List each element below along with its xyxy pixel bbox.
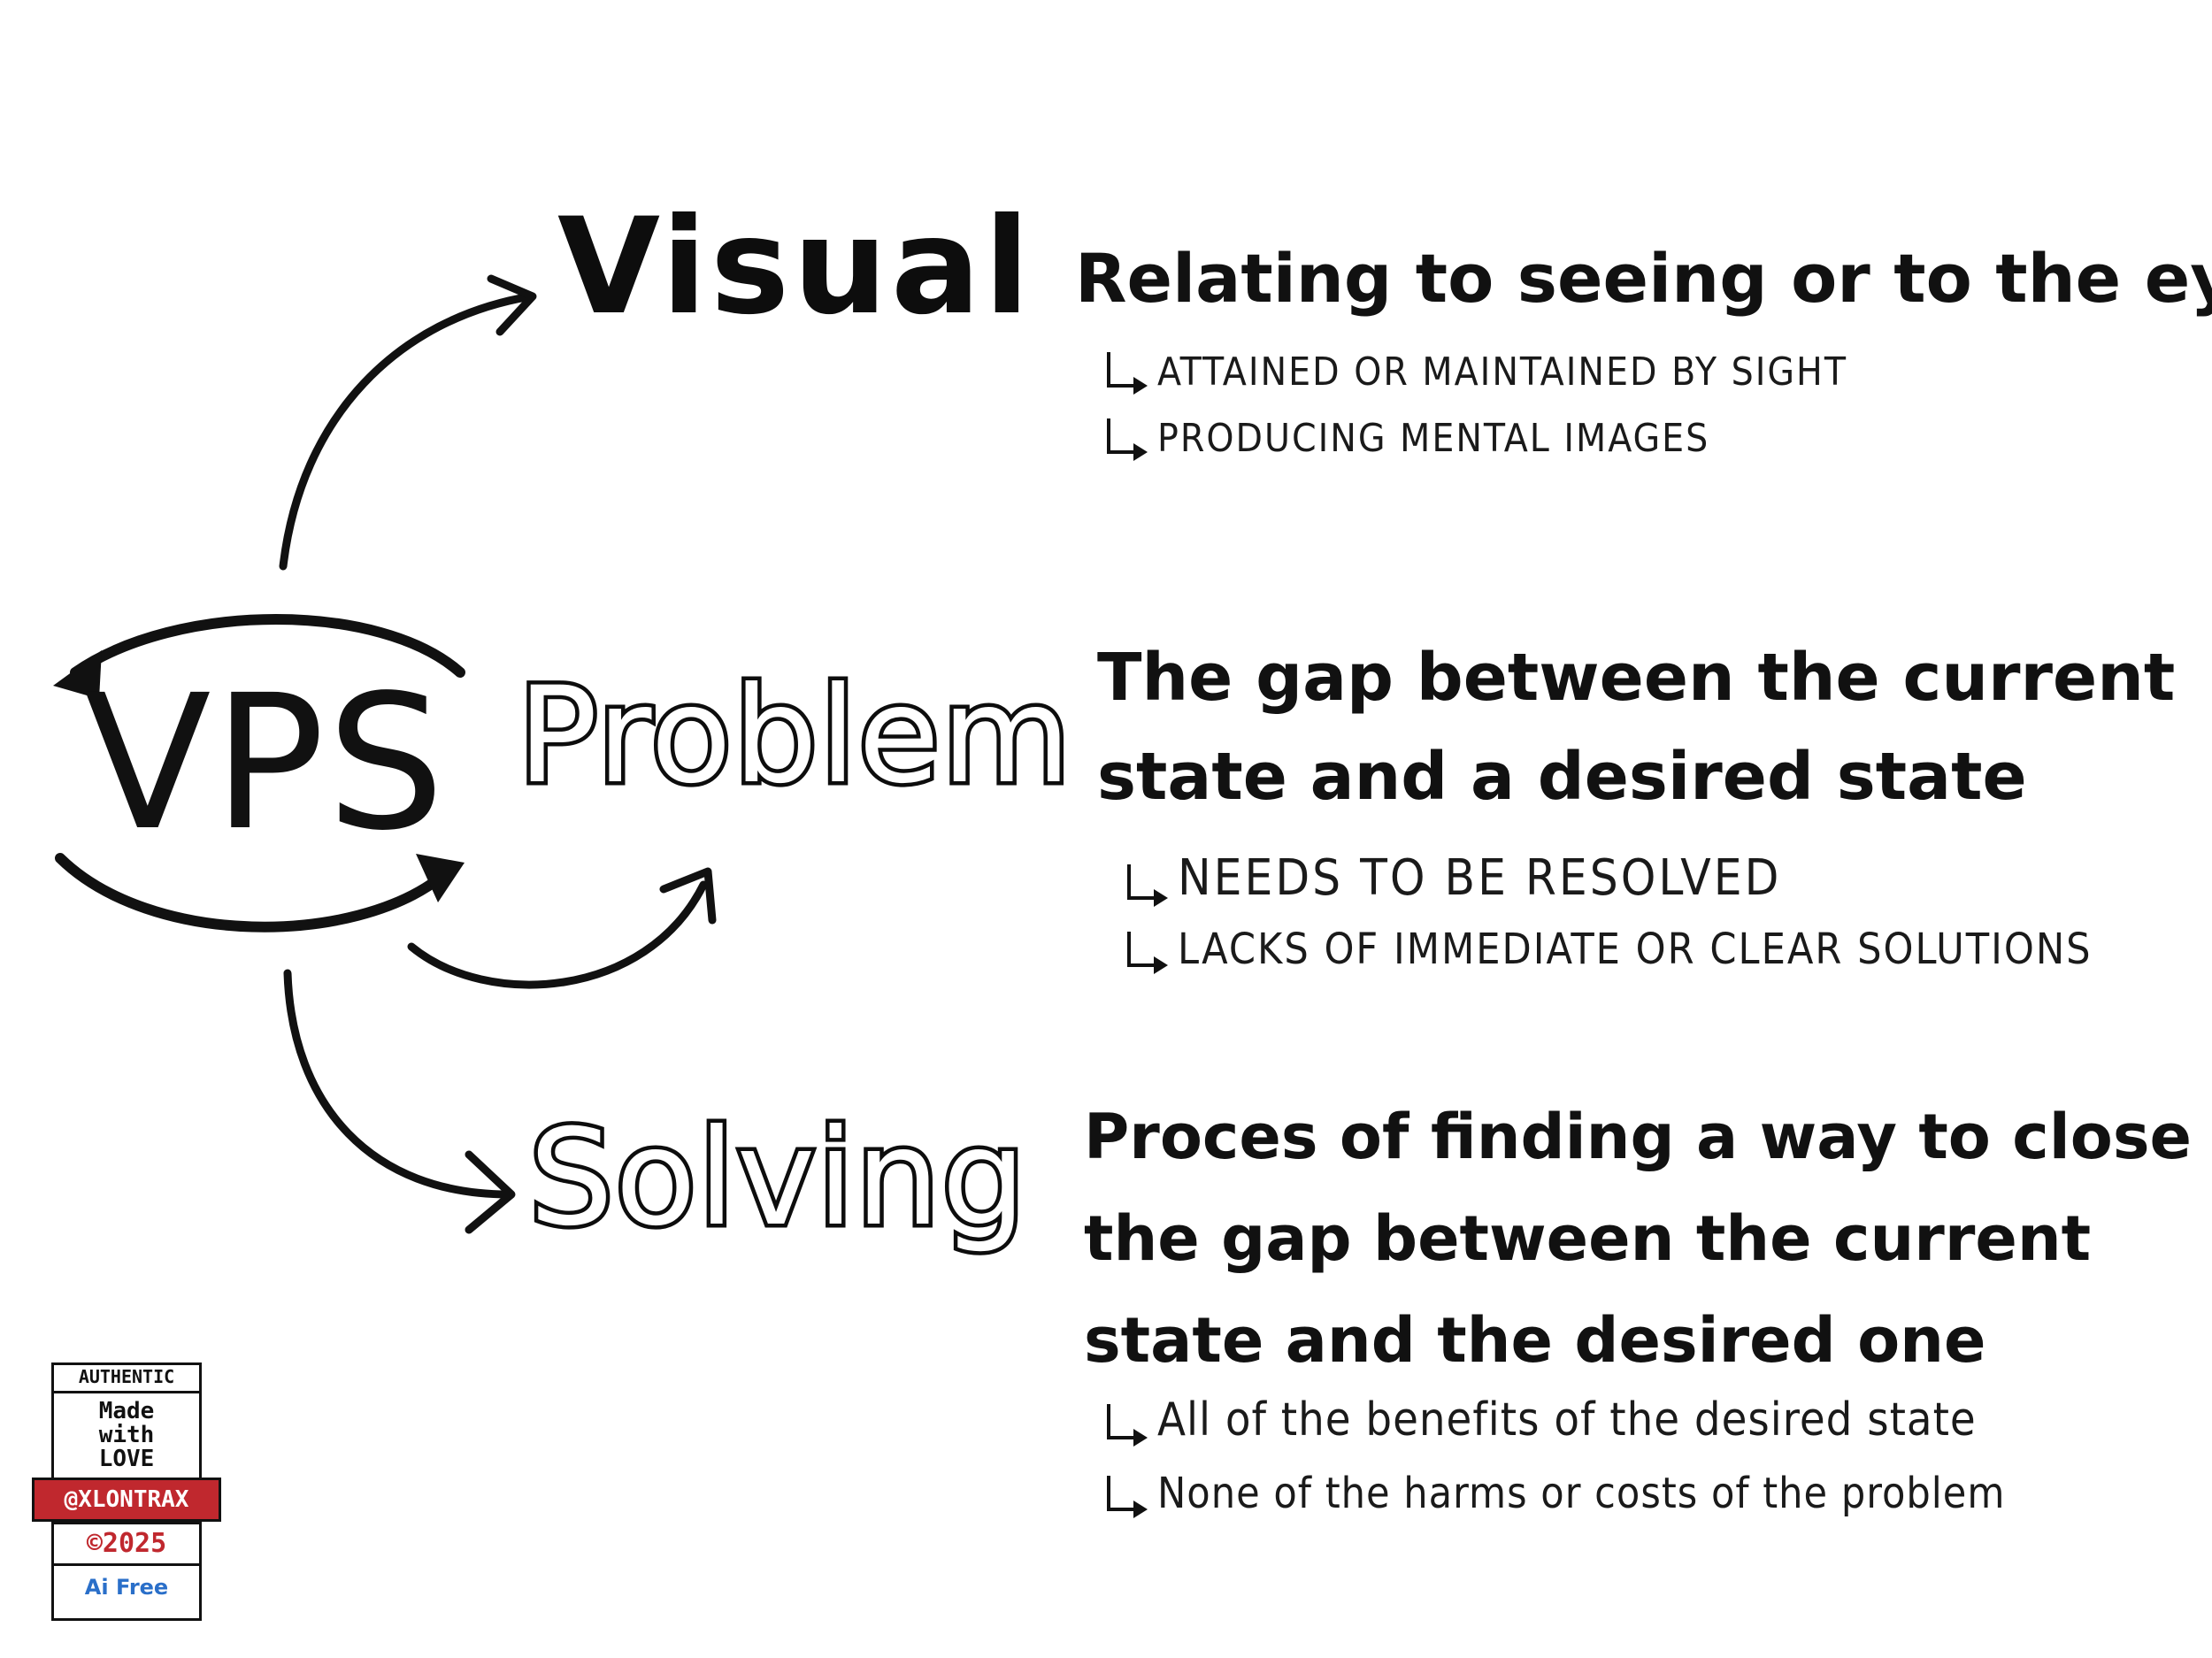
badge-made-with-love: Made with LOVE (98, 1398, 155, 1472)
solving-point-2-text: None of the harms or costs of the proble… (1157, 1469, 2006, 1518)
hook-arrow-icon (1102, 1404, 1150, 1447)
visual-point-2: Producing mental images (1102, 416, 1709, 461)
arrowhead-visual (487, 274, 537, 336)
hook-arrow-icon (1122, 864, 1171, 907)
solving-point-2: None of the harms or costs of the proble… (1102, 1469, 2005, 1518)
definition-solving: Proces of finding a way to close the gap… (1084, 1101, 2192, 1377)
arrowhead-solving (465, 1150, 516, 1234)
visual-point-1: Attained or maintained by sight (1102, 349, 1847, 395)
solving-point-1: All of the benefits of the desired state (1102, 1393, 1977, 1447)
arrow-to-problem (407, 880, 708, 989)
term-solving: Solving (525, 1098, 1029, 1260)
solving-point-1-text: All of the benefits of the desired state (1157, 1393, 1977, 1447)
cycle-arrowhead-left (53, 650, 102, 699)
term-visual: Visual (557, 190, 1033, 344)
arrow-to-solving (283, 969, 513, 1199)
cycle-arrow-bottom (55, 853, 448, 933)
problem-point-1-text: Needs to be resolved (1178, 849, 1782, 907)
badge-handle-ribbon: @XLONTRAX (32, 1478, 221, 1522)
problem-point-1: Needs to be resolved (1122, 849, 1781, 907)
hook-arrow-icon (1102, 352, 1150, 395)
hook-arrow-icon (1122, 932, 1171, 974)
badge-authentic: AUTHENTIC (54, 1362, 199, 1393)
badge-year: ©2025 (54, 1522, 199, 1566)
visual-point-2-text: Producing mental images (1157, 416, 1710, 461)
arrowhead-problem (659, 867, 717, 925)
hook-arrow-icon (1102, 1476, 1150, 1518)
authentic-badge: AUTHENTIC Made with LOVE @XLONTRAX ©2025… (32, 1362, 221, 1621)
acronym-vps: VPS (84, 655, 447, 871)
hook-arrow-icon (1102, 418, 1150, 461)
problem-point-2: Lacks of immediate or clear solutions (1122, 925, 2093, 974)
definition-visual: Relating to seeing or to the eye (1075, 239, 2212, 318)
cycle-arrow-top (70, 614, 465, 678)
definition-problem: The gap between the current state and a … (1097, 640, 2176, 815)
arrow-to-visual (279, 292, 535, 571)
badge-ai-free: Ai Free (84, 1575, 169, 1600)
term-problem: Problem (513, 656, 1074, 817)
visual-point-1-text: Attained or maintained by sight (1157, 349, 1848, 395)
cycle-arrowhead-right (416, 854, 465, 902)
problem-point-2-text: Lacks of immediate or clear solutions (1178, 925, 2093, 974)
